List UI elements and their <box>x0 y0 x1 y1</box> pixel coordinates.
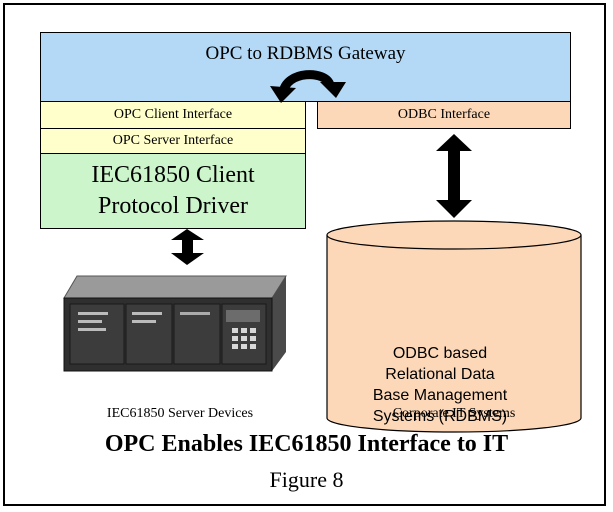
database-cylinder-icon <box>326 220 582 433</box>
database-label-line2: Relational Data <box>385 366 495 383</box>
opc-server-interface-label: OPC Server Interface <box>112 133 234 148</box>
it-systems-caption: Corporate IT Systems <box>392 406 516 421</box>
opc-client-interface-label: OPC Client Interface <box>113 107 233 122</box>
opc-server-interface-box: OPC Server Interface <box>40 128 306 154</box>
protocol-driver-box: IEC61850 Client Protocol Driver <box>40 153 306 229</box>
odbc-interface-label: ODBC Interface <box>397 107 491 122</box>
database-label: ODBC based Relational Data Base Manageme… <box>330 343 550 427</box>
database-label-line3: Base Management <box>372 387 508 404</box>
driver-label-line1: IEC61850 Client <box>91 162 255 188</box>
database-label-line4: Systems (RDBMS) <box>372 408 508 425</box>
odbc-interface-box: ODBC Interface <box>317 101 571 129</box>
figure-frame <box>3 3 606 506</box>
relay-device-icon <box>63 275 287 372</box>
figure-number: Figure 8 <box>269 467 344 492</box>
exchange-arrows-icon <box>270 70 346 103</box>
driver-label-line2: Protocol Driver <box>98 193 248 219</box>
database-label-line1: ODBC based <box>392 345 488 362</box>
figure-title: OPC Enables IEC61850 Interface to IT <box>104 431 509 457</box>
gateway-label: OPC to RDBMS Gateway <box>205 43 406 64</box>
odbc-database-double-arrow-icon <box>436 134 472 218</box>
server-devices-caption: IEC61850 Server Devices <box>106 406 254 421</box>
driver-device-double-arrow-icon <box>171 229 204 265</box>
